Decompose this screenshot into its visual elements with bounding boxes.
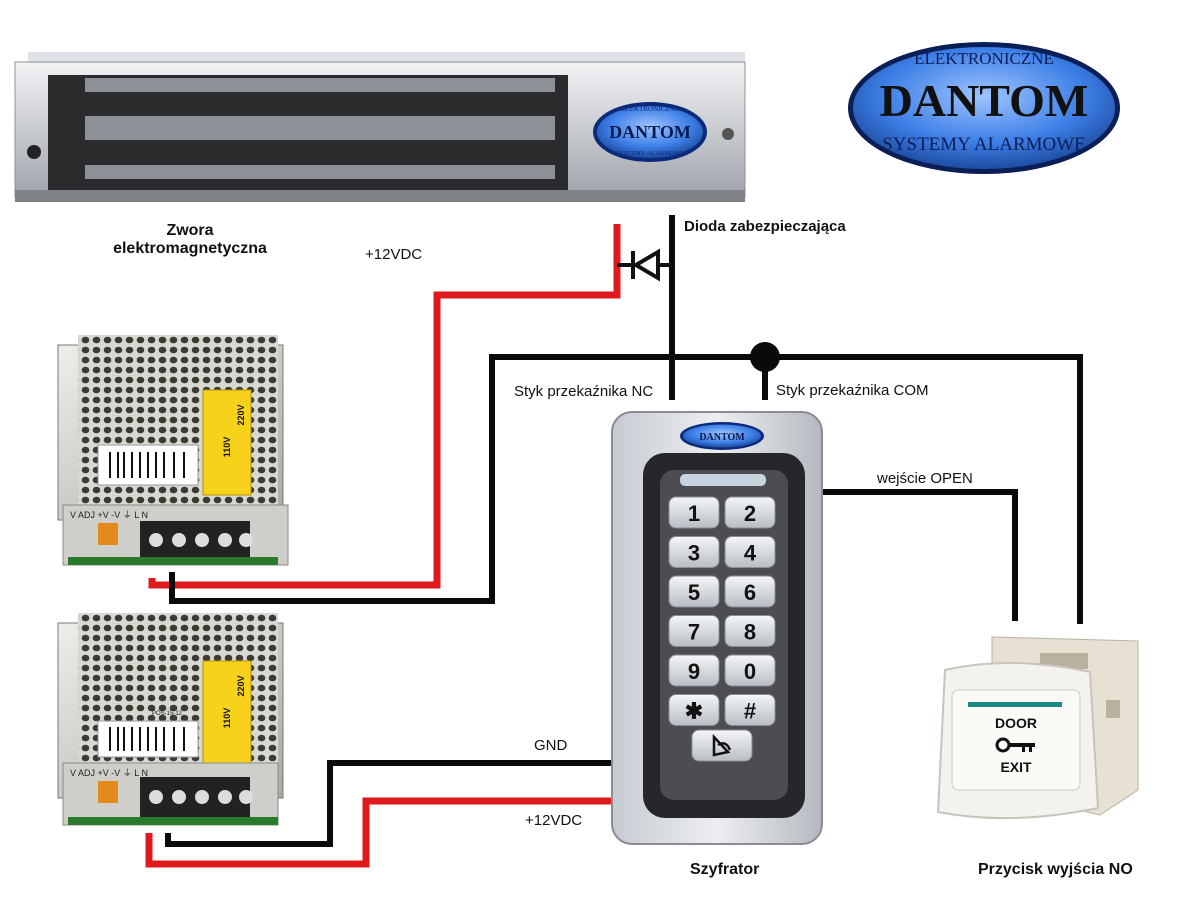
black-wire-gnd xyxy=(165,760,612,847)
key-hash[interactable]: # xyxy=(724,694,776,726)
plus12-bottom-label: +12VDC xyxy=(525,812,583,829)
logo-name: DANTOM xyxy=(880,75,1089,126)
diode-icon xyxy=(617,248,672,282)
black-wire-com-bus xyxy=(169,354,1083,624)
lock-logo-top: ELEKTRONICZNE xyxy=(621,105,679,113)
key-star[interactable]: ✱ xyxy=(668,694,720,726)
lock-logo-name: DANTOM xyxy=(609,122,691,142)
key-label: ✱ xyxy=(685,699,703,724)
key-label: 2 xyxy=(744,501,756,526)
nc-label: Styk przekaźnika NC xyxy=(514,383,654,400)
key-label: 1 xyxy=(688,501,700,526)
key-8[interactable]: 8 xyxy=(724,615,776,647)
psu2-voltage-b: 220V xyxy=(236,675,246,696)
key-1[interactable]: 1 xyxy=(668,496,720,529)
key-label: # xyxy=(744,699,756,724)
plus12-top-label: +12VDC xyxy=(365,246,423,263)
key-9[interactable]: 9 xyxy=(668,654,720,687)
power-supply-1: 110V 220V V ADJ +V -V ⏚ L N xyxy=(57,335,289,566)
key-5[interactable]: 5 xyxy=(668,575,720,608)
wires xyxy=(145,215,1083,868)
zwora-label-line1: Zwora xyxy=(166,222,214,239)
key-7[interactable]: 7 xyxy=(668,615,720,647)
electromagnetic-lock: ELEKTRONICZNE DANTOM SYSTEMY ALARMOWE xyxy=(14,52,746,202)
key-6[interactable]: 6 xyxy=(724,575,776,608)
zwora-label-line2: elektromagnetyczna xyxy=(113,240,267,257)
psu1-terminal-labels: V ADJ +V -V ⏚ L N xyxy=(70,510,148,520)
zwora-label: Zwora elektromagnetyczna xyxy=(100,222,280,258)
dioda-label: Dioda zabezpieczająca xyxy=(684,218,846,235)
key-bell[interactable] xyxy=(691,729,753,762)
keypad-device: DANTOM 1 2 3 4 5 6 7 8 9 0 ✱ # xyxy=(611,411,823,845)
logo-bottom-line: SYSTEMY ALARMOWE xyxy=(882,134,1086,155)
keypad-logo: DANTOM xyxy=(680,422,764,450)
key-3[interactable]: 3 xyxy=(668,536,720,568)
power-supply-2: 110V 220V POS-15-12 V ADJ +V -V ⏚ L N xyxy=(57,613,284,826)
key-label: 0 xyxy=(744,659,756,684)
dantom-logo: ELEKTRONICZNE DANTOM SYSTEMY ALARMOWE xyxy=(848,42,1120,174)
black-wire-open xyxy=(822,489,1018,621)
red-wire-lock-psu1 xyxy=(148,224,621,589)
exit-button-device: DOOR EXIT xyxy=(936,636,1139,820)
psu2-voltage-a: 110V xyxy=(222,708,232,729)
exit-exit-text: EXIT xyxy=(1000,759,1032,775)
psu2-model: POS-15-12 xyxy=(152,711,183,717)
key-2[interactable]: 2 xyxy=(724,496,776,529)
key-label: 9 xyxy=(688,659,700,684)
key-label: 4 xyxy=(744,541,757,566)
gnd-label: GND xyxy=(534,737,568,754)
keypad-logo-name: DANTOM xyxy=(699,432,745,443)
psu1-voltage-b: 220V xyxy=(236,404,246,425)
key-label: 7 xyxy=(688,620,700,645)
key-label: 8 xyxy=(744,620,756,645)
junction-dot xyxy=(750,342,780,372)
key-icon xyxy=(995,737,1035,753)
psu1-voltage-a: 110V xyxy=(222,437,232,458)
lock-logo: ELEKTRONICZNE DANTOM SYSTEMY ALARMOWE xyxy=(593,102,707,162)
bell-icon xyxy=(712,733,732,757)
exit-door-text: DOOR xyxy=(995,715,1037,731)
open-label: wejście OPEN xyxy=(877,470,973,487)
key-0[interactable]: 0 xyxy=(724,654,776,687)
szyfrator-label: Szyfrator xyxy=(690,861,760,878)
psu2-terminal-labels: V ADJ +V -V ⏚ L N xyxy=(70,768,148,778)
key-4[interactable]: 4 xyxy=(724,536,776,568)
przycisk-label: Przycisk wyjścia NO xyxy=(978,861,1133,878)
red-wire-12v-bottom xyxy=(145,797,612,868)
key-label: 3 xyxy=(688,541,700,566)
key-label: 6 xyxy=(744,580,756,605)
mounting-hole-icon xyxy=(27,145,41,159)
key-label: 5 xyxy=(688,580,700,605)
lock-logo-bottom: SYSTEMY ALARMOWE xyxy=(615,150,685,157)
screw-icon xyxy=(722,128,734,140)
com-label: Styk przekaźnika COM xyxy=(776,382,929,399)
logo-top-line: ELEKTRONICZNE xyxy=(914,49,1054,68)
